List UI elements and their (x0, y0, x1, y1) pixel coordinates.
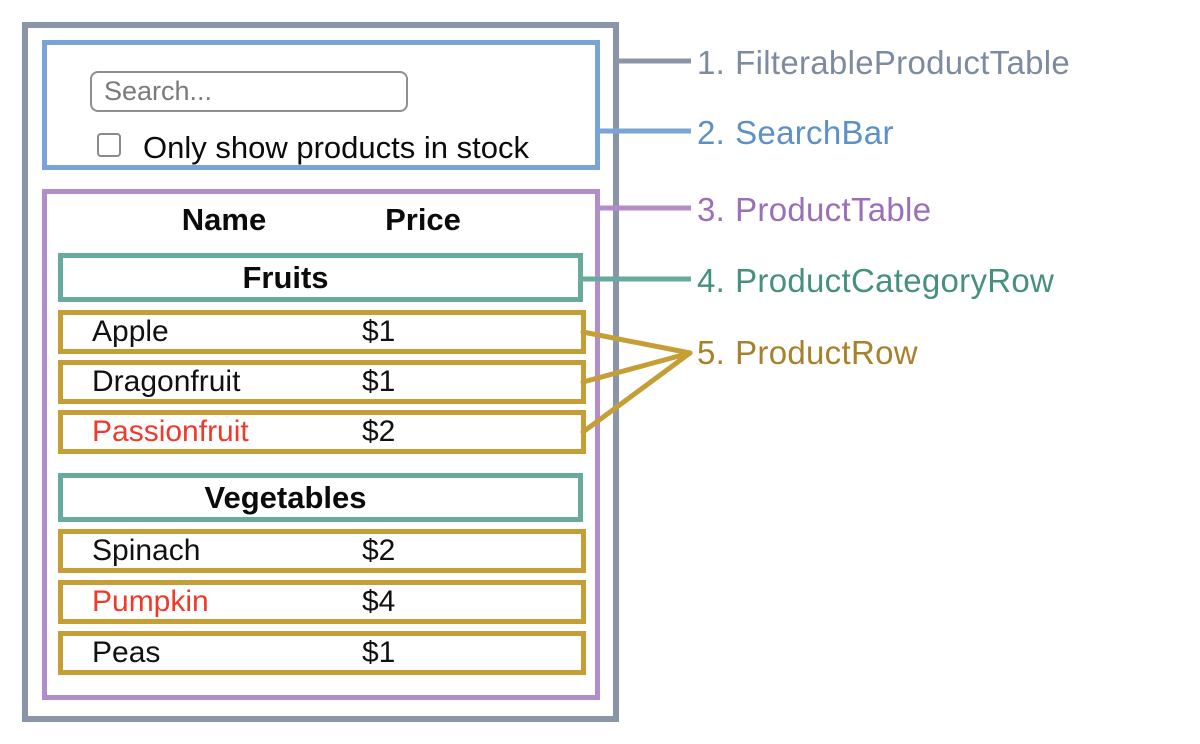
product-row: Dragonfruit $1 (58, 360, 586, 404)
label-number: 2. (697, 114, 726, 151)
product-row: Peas $1 (58, 631, 586, 675)
in-stock-checkbox-label: Only show products in stock (143, 130, 529, 165)
label-text: FilterableProductTable (735, 44, 1071, 81)
product-row: Apple $1 (58, 310, 586, 354)
product-name: Pumpkin (92, 585, 209, 618)
label-number: 5. (697, 334, 726, 371)
label-text: ProductCategoryRow (735, 262, 1055, 299)
product-price: $4 (362, 585, 396, 618)
label-filterable-product-table: 1.FilterableProductTable (697, 43, 1070, 83)
label-text: ProductRow (735, 334, 918, 371)
in-stock-checkbox[interactable] (97, 133, 121, 157)
label-number: 3. (697, 191, 726, 228)
label-number: 1. (697, 44, 726, 81)
product-price: $2 (362, 415, 396, 448)
product-name: Passionfruit (92, 415, 249, 448)
label-number: 4. (697, 262, 726, 299)
label-text: SearchBar (735, 114, 894, 151)
product-name: Spinach (92, 534, 201, 567)
product-name: Peas (92, 636, 161, 669)
category-row-fruits: Fruits (58, 253, 583, 302)
product-price: $1 (362, 636, 396, 669)
label-product-category-row: 4.ProductCategoryRow (697, 261, 1054, 301)
product-name: Dragonfruit (92, 365, 241, 398)
column-header-price: Price (385, 202, 461, 237)
category-row-vegetables: Vegetables (58, 473, 583, 522)
product-row: Passionfruit $2 (58, 410, 586, 454)
product-price: $1 (362, 365, 396, 398)
product-price: $2 (362, 534, 396, 567)
label-text: ProductTable (735, 191, 932, 228)
label-search-bar: 2.SearchBar (697, 113, 894, 153)
label-product-table: 3.ProductTable (697, 190, 931, 230)
product-row: Pumpkin $4 (58, 580, 586, 624)
search-input[interactable] (90, 71, 408, 112)
column-header-name: Name (181, 202, 267, 237)
product-row: Spinach $2 (58, 529, 586, 573)
label-product-row: 5.ProductRow (697, 333, 918, 373)
product-price: $1 (362, 315, 396, 348)
product-name: Apple (92, 315, 169, 348)
